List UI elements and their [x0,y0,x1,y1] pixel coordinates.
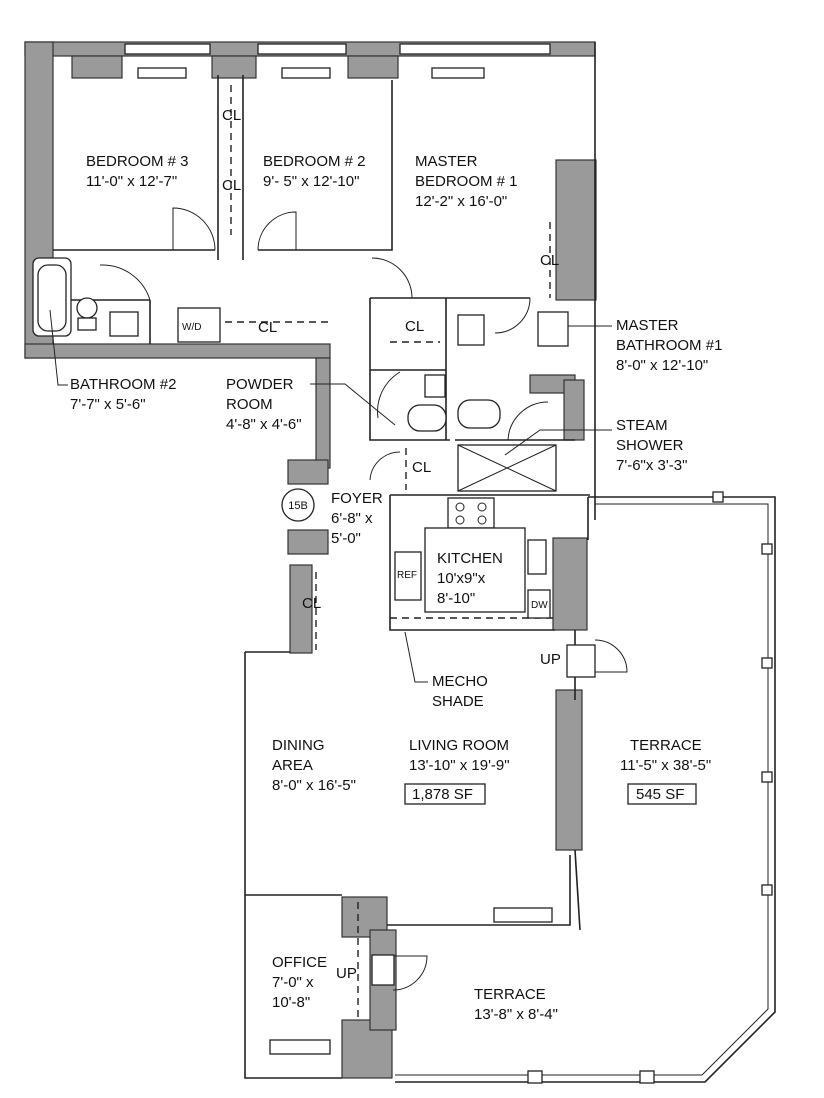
master-bath-name-1: MASTER [616,317,679,334]
bedroom3-name: BEDROOM # 3 [86,153,189,170]
master-bedroom-dims: 12'-2" x 16'-0" [415,193,507,210]
terrace-outline [395,491,776,1084]
mecho-shade-2: SHADE [432,693,484,710]
bathroom2-dims: 7'-7" x 5'-6" [70,396,146,413]
kitchen-dims-1: 10'x9"x [437,570,486,587]
master-toilet [457,399,501,429]
stair-up-main [566,644,596,678]
office-name: OFFICE [272,954,327,971]
dishwasher-label: DW [531,600,548,611]
master-sink [457,314,485,346]
steam-shower-name-1: STEAM [616,417,668,434]
kitchen-dims-2: 8'-10" [437,590,475,607]
cooktop [447,497,495,529]
dining-name-1: DINING [272,737,325,754]
office-dims-2: 10'-8" [272,994,310,1011]
dining-dims: 8'-0" x 16'-5" [272,777,356,794]
kitchen-sink [527,539,547,575]
living-area-box [404,783,486,805]
terrace-main-name: TERRACE [630,737,702,754]
fixtures [32,257,596,986]
stair-up-office [371,954,395,986]
terrace-main-area: 545 SF [636,786,684,803]
closet-label: CL [540,252,559,269]
terrace-small-name: TERRACE [474,986,546,1003]
closet-label: CL [258,319,277,336]
dishwasher [527,589,551,619]
interior-walls [53,42,596,1079]
living-dims: 13'-10" x 19'-9" [409,757,510,774]
powder-room-name-1: POWDER [226,376,294,393]
living-name: LIVING ROOM [409,737,509,754]
office-dims-1: 7'-0" x [272,974,314,991]
bedroom2-dims: 9'- 5" x 12'-10" [263,173,359,190]
steam-shower-dims: 7'-6"x 3'-3" [616,457,687,474]
closet-label: CL [405,318,424,335]
dining-name-2: AREA [272,757,313,774]
washer-dryer [177,307,221,343]
stair-up-label-office: UP [336,965,357,982]
master-bedroom-name-2: BEDROOM # 1 [415,173,518,190]
unit-number: 15B [288,500,308,512]
master-bath-dims: 8'-0" x 12'-10" [616,357,708,374]
refrigerator [394,551,422,601]
windows [124,43,553,1055]
sink [109,311,139,337]
powder-room-dims: 4'-8" x 4'-6" [226,416,302,433]
refrigerator-label: REF [397,570,417,581]
bathroom2-name: BATHROOM #2 [70,376,176,393]
foyer-dims-2: 5'-0" [331,530,361,547]
doors [99,207,628,991]
powder-toilet [407,404,447,432]
toilet [76,297,98,319]
bedroom2-name: BEDROOM # 2 [263,153,366,170]
powder-room-name-2: ROOM [226,396,273,413]
foyer-name: FOYER [331,490,383,507]
living-area: 1,878 SF [412,786,473,803]
terrace-main-dims: 11'-5" x 38'-5" [620,757,711,774]
washer-dryer-label: W/D [182,322,201,333]
terrace-small-dims: 13'-8" x 8'-4" [474,1006,558,1023]
stair-up-label-main: UP [540,651,561,668]
closet-label: CL [302,595,321,612]
unit-badge [281,488,315,522]
terrace-area-box [627,783,697,805]
closet-label: CL [222,177,241,194]
closet-label: CL [222,107,241,124]
mecho-shade-1: MECHO [432,673,488,690]
master-bedroom-name-1: MASTER [415,153,478,170]
foyer-dims-1: 6'-8" x [331,510,373,527]
steam-shower-name-2: SHOWER [616,437,684,454]
master-bath-name-2: BATHROOM #1 [616,337,722,354]
closet-label: CL [412,459,431,476]
bedroom3-dims: 11'-0" x 12'-7" [86,173,177,190]
kitchen-name: KITCHEN [437,550,503,567]
